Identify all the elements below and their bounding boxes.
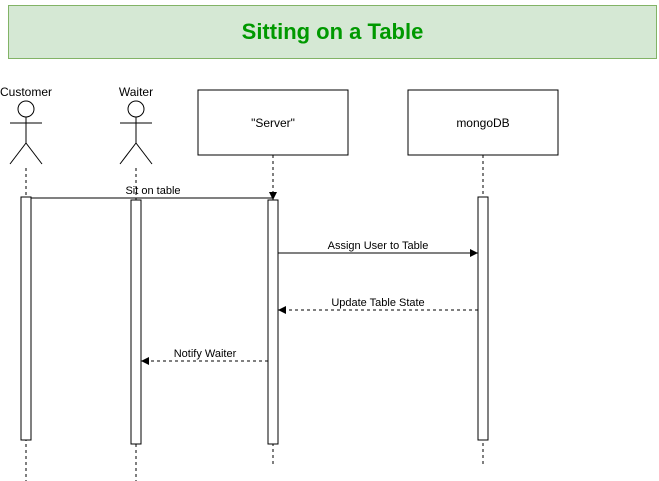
message-update-table-state: Update Table State (278, 297, 478, 314)
participant-waiter: Waiter (119, 85, 153, 481)
message-update-table-state-label: Update Table State (331, 297, 424, 309)
customer-actor-icon (9, 100, 43, 165)
server-activation-bar (267, 199, 279, 445)
mongodb-activation-bar (477, 196, 489, 441)
mongodb-box (407, 89, 559, 156)
message-sit-on-table-arrow (31, 192, 277, 200)
server-box (197, 89, 349, 156)
participant-server: "Server" (197, 89, 349, 464)
message-sit-on-table: Sit on table (31, 185, 277, 200)
message-notify-waiter: Notify Waiter (141, 348, 268, 365)
participant-mongodb-label: mongoDB (456, 116, 509, 130)
message-assign-user: Assign User to Table (278, 240, 478, 257)
waiter-actor-icon (119, 100, 153, 165)
message-sit-on-table-label: Sit on table (125, 185, 180, 197)
participant-waiter-label: Waiter (119, 85, 153, 99)
waiter-activation-bar (130, 199, 142, 445)
diagram-title-box: Sitting on a Table (8, 5, 657, 59)
participant-mongodb: mongoDB (407, 89, 559, 464)
diagram-title: Sitting on a Table (241, 19, 424, 44)
participant-customer-label: Customer (0, 85, 52, 99)
customer-activation-bar (20, 196, 32, 441)
participant-customer: Customer (0, 85, 52, 481)
message-notify-waiter-label: Notify Waiter (174, 348, 237, 360)
participant-server-label: "Server" (251, 116, 295, 130)
message-assign-user-label: Assign User to Table (328, 240, 429, 252)
